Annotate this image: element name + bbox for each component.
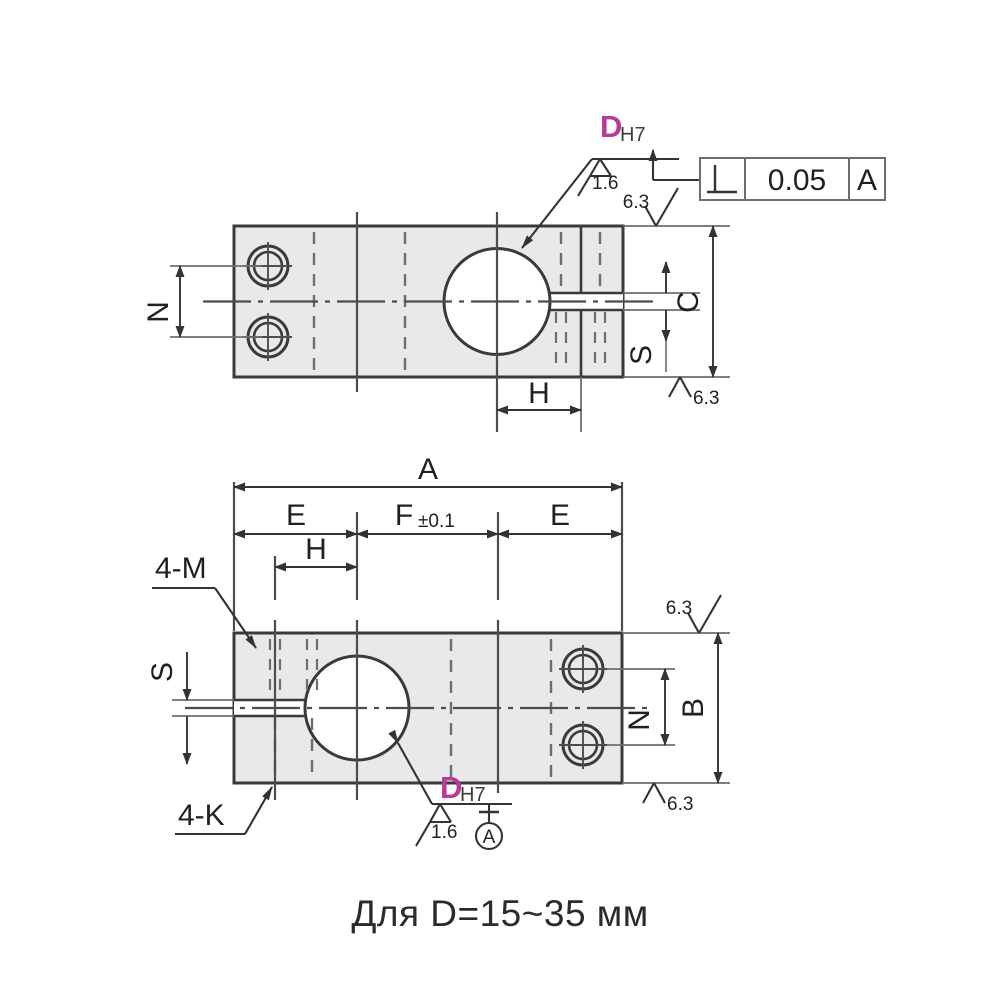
dimension-E-left-plan: E (233, 499, 358, 539)
dimension-label-A: A (418, 453, 438, 486)
dimension-label-S-front: S (625, 345, 658, 365)
dimension-label-E-right: E (550, 499, 570, 532)
dimension-label-E-left: E (286, 499, 306, 532)
gdt-datum-letter: A (857, 164, 877, 197)
dimension-A-plan: A (233, 453, 623, 492)
dimension-F-plan: F ±0.1 (356, 499, 499, 539)
dimension-label-H-front: H (528, 377, 550, 410)
surface-finish-plan-bottom: 6.3 (642, 782, 693, 815)
dimension-N-front: N (142, 265, 262, 338)
leader-label-4K: 4-K (178, 799, 225, 832)
dimension-H-plan: H (274, 533, 358, 572)
gdt-tolerance-value: 0.05 (768, 164, 826, 197)
dimension-H-front: H (496, 377, 582, 432)
dimension-E-right-plan: E (497, 499, 623, 539)
dimension-label-C-front: C (672, 291, 705, 313)
surface-finish-plan-top: 6.3 (666, 594, 722, 634)
datum-letter-plan: A (483, 827, 496, 848)
dimension-C-front: C (672, 225, 718, 378)
bore-tolerance-plan: H7 (460, 784, 486, 806)
front-view-group: N C S H (142, 109, 886, 432)
surface-finish-value-plan-bottom: 6.3 (667, 794, 693, 815)
dimension-S-plan: S (146, 652, 234, 765)
dimension-N-plan: N (607, 668, 675, 746)
roughness-value-plan: 1.6 (431, 822, 457, 843)
datum-circle-plan (474, 821, 504, 851)
bore-symbol-plan: D (440, 770, 462, 805)
roughness-tail-plan (415, 821, 431, 847)
dimension-B-plan: B (622, 632, 730, 784)
dimension-label-H-plan: H (305, 533, 327, 566)
surface-finish-value-plan-top: 6.3 (666, 598, 692, 619)
gdt-callout-front: 0.05 A (648, 149, 886, 201)
surface-finish-front-bottom: 6.3 (668, 376, 719, 409)
roughness-triangle-front (589, 158, 612, 178)
dimension-label-B: B (677, 698, 710, 718)
roughness-tail-front (577, 175, 591, 197)
roughness-triangle-plan (429, 803, 452, 824)
leader-label-4M: 4-M (155, 552, 207, 585)
bore-callout-plan: D H7 1.6 A (388, 729, 512, 851)
plan-view-group: A E F ±0.1 E H (146, 453, 730, 851)
perpendicularity-icon (707, 165, 737, 194)
dimension-tolerance-F: ±0.1 (418, 511, 455, 532)
dimension-label-S-plan: S (146, 662, 179, 682)
leader-4M: 4-M (152, 552, 257, 649)
dimension-label-N-front: N (142, 301, 175, 323)
dimension-label-N-plan: N (623, 709, 656, 731)
leader-4K: 4-K (175, 786, 273, 836)
dimension-S-front: S (625, 261, 671, 372)
bore-symbol-front: D (600, 109, 622, 144)
surface-finish-value-front-bottom: 6.3 (693, 388, 719, 409)
bore-tolerance-front: H7 (620, 124, 646, 146)
bore-callout-front: D H7 1.6 (521, 109, 679, 249)
drawing-caption: Для D=15~35 мм (351, 893, 649, 934)
dimension-label-F: F (395, 499, 413, 532)
plan-mounting-hole-lower (559, 721, 607, 769)
plan-mounting-hole-upper (559, 645, 607, 693)
surface-finish-front-top: 6.3 (623, 187, 679, 227)
roughness-value-front: 1.6 (592, 173, 618, 194)
surface-finish-value-front-top: 6.3 (623, 192, 649, 213)
